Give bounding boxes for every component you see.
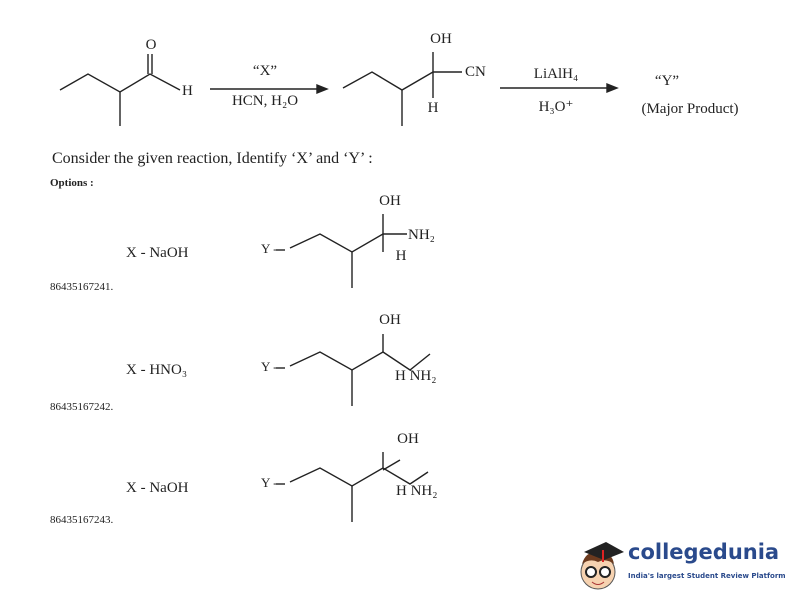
option-3-oh: OH <box>397 431 419 447</box>
logo-name: collegedunia <box>628 540 780 564</box>
option-2-id: 86435167242. <box>50 401 114 413</box>
option-2-y-label: Y - <box>261 359 278 374</box>
option-2-oh: OH <box>379 312 401 328</box>
logo-tagline: India's largest Student Review Platform <box>628 572 786 580</box>
option-3-structure <box>276 452 429 522</box>
option-1-h: H <box>395 248 407 264</box>
product-y-label: “Y” <box>654 73 680 89</box>
major-product-label: (Major Product) <box>641 101 739 117</box>
option-1-nh2: NH₂ <box>408 227 435 243</box>
intermediate-structure <box>342 52 462 126</box>
option-3-id: 86435167243. <box>50 514 114 526</box>
carbonyl-oxygen-label: O <box>145 37 157 53</box>
reagent-lialh4-label: LiAlH₄ <box>533 66 579 82</box>
collegedunia-logo: collegedunia India's largest Student Rev… <box>576 538 786 598</box>
reaction-arrow-1 <box>210 83 329 95</box>
aldehyde-h-label: H <box>182 83 193 99</box>
option-2-h-nh2: H NH₂ <box>395 368 437 384</box>
option-1-x: X - NaOH <box>126 245 189 261</box>
mascot-icon <box>580 542 624 590</box>
option-2-x: X - HNO₃ <box>126 362 188 378</box>
option-1-y-label: Y - <box>261 241 278 256</box>
intermediate-oh-label: OH <box>430 31 452 47</box>
option-3-x: X - NaOH <box>126 480 189 496</box>
option-2-structure <box>276 334 431 406</box>
option-1-id: 86435167241. <box>50 281 114 293</box>
reagent-x-label: “X” <box>252 63 278 79</box>
option-3-y-label: Y - <box>261 475 278 490</box>
options-label: Options : <box>50 177 94 189</box>
option-1-structure <box>276 214 407 288</box>
question-text: Consider the given reaction, Identify ‘X… <box>52 150 373 167</box>
intermediate-cn-label: CN <box>465 64 486 80</box>
option-1-oh: OH <box>379 193 401 209</box>
reagent-hcn-label: HCN, H₂O <box>231 93 299 109</box>
intermediate-h-label: H <box>427 100 439 116</box>
reactant-structure <box>59 54 181 126</box>
reagent-h3o-label: H₃O⁺ <box>538 99 574 115</box>
option-3-h-nh2: H NH₂ <box>396 483 438 499</box>
reaction-arrow-2 <box>500 82 619 94</box>
